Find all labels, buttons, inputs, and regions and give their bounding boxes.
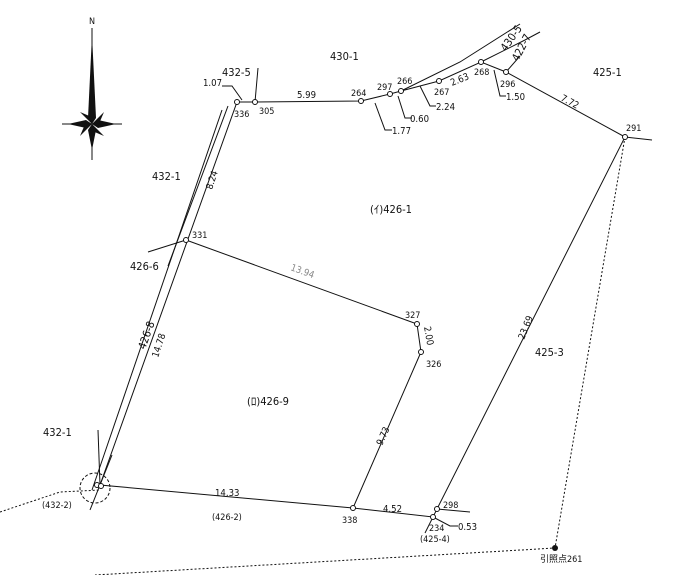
parcel-label: (426-2): [212, 513, 242, 523]
distance-label: 2.63: [449, 71, 471, 88]
distance-label: 0.53: [458, 522, 477, 533]
point-label: 268: [474, 68, 489, 78]
parcel-label: (425-4): [420, 535, 450, 545]
north-arrow-icon: [62, 28, 122, 160]
leader-line: [419, 85, 436, 107]
survey-points: [94, 59, 628, 551]
leader-line: [505, 55, 521, 73]
corner-marker-circle: [79, 472, 111, 504]
parcel-label: (432-2): [42, 501, 72, 511]
point-label: 234: [429, 524, 444, 534]
parcel-label: 425-3: [535, 346, 564, 359]
point-label: 338: [342, 516, 357, 526]
distance-label: 0.60: [410, 114, 429, 125]
parcel-label: 430-1: [330, 50, 359, 63]
leader-line: [254, 67, 259, 103]
leader-line: [222, 85, 243, 101]
distance-label: 9.73: [375, 425, 393, 447]
north-label: N: [89, 17, 95, 27]
distance-label: 4.52: [383, 504, 402, 515]
point-label: 266: [397, 77, 412, 87]
point-label: 296: [500, 80, 515, 90]
parcel-label: 432-1: [152, 170, 181, 183]
point-label: 327: [405, 311, 420, 321]
leader-line: [374, 102, 392, 131]
reference-line: [0, 489, 101, 513]
leader-line: [397, 95, 412, 119]
parcel-label: (ｲ)426-1: [370, 203, 412, 216]
leader-line: [493, 69, 506, 97]
reference-point-label: 引照点261: [540, 554, 582, 565]
point-label: 267: [434, 88, 449, 98]
adjacent-boundary-line: [400, 23, 521, 92]
parcel-label: 432-1: [43, 426, 72, 439]
leader-line: [147, 239, 187, 253]
adjacent-boundary-line: [480, 31, 541, 63]
point-label: 305: [259, 107, 274, 117]
distance-label: 23.69: [517, 314, 536, 341]
distance-label: 1.77: [392, 126, 411, 137]
point-label: 298: [443, 501, 458, 511]
point-label: 264: [351, 89, 366, 99]
parcel-label: 425-1: [593, 66, 622, 79]
leader-line: [432, 516, 458, 527]
parcel-426-9-boundary: [185, 239, 422, 509]
point-label: 331: [192, 231, 207, 241]
point-label: 291: [626, 124, 641, 134]
parcel-label: 426-6: [130, 260, 159, 273]
distance-label: 1.07: [203, 78, 222, 89]
distance-label: 2.24: [436, 102, 455, 113]
adjacent-boundary-line: [624, 136, 653, 141]
parcel-426-1-boundary: [99, 61, 626, 518]
adjacent-boundary-line: [436, 508, 471, 513]
distance-label: 7.72: [559, 93, 581, 112]
point-label: 336: [234, 110, 249, 120]
distance-label: 8.24: [204, 169, 220, 190]
distance-label: 14.33: [215, 488, 239, 499]
adjacent-boundary-line: [167, 105, 229, 267]
distance-label: 2.00: [421, 326, 435, 347]
distance-label: 5.99: [297, 90, 316, 101]
adjacent-boundary-line: [91, 109, 223, 491]
point-label: 297: [377, 83, 392, 93]
point-label: 326: [426, 360, 441, 370]
parcel-label: 432-5: [222, 66, 251, 79]
distance-label: 1.50: [506, 92, 525, 103]
adjacent-boundary-line: [97, 429, 101, 486]
adjacent-boundary-line: [89, 454, 113, 511]
parcel-label: (ﾛ)426-9: [247, 395, 289, 408]
